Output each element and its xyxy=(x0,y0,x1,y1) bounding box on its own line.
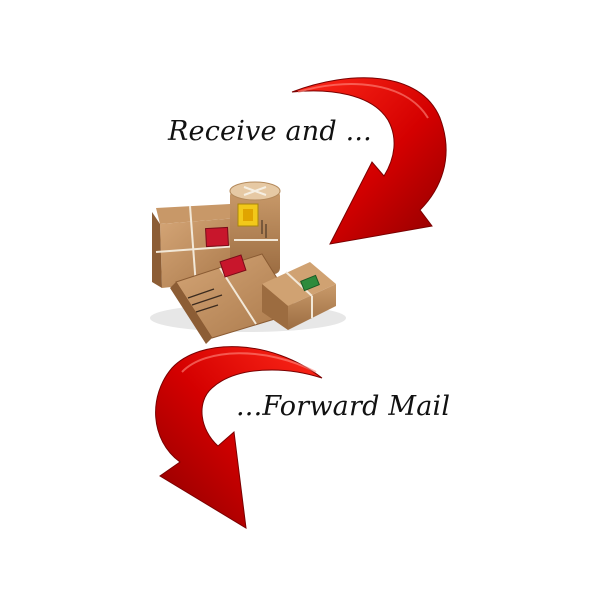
curved-arrow-down-right-icon xyxy=(155,346,323,529)
forward-mail-caption: ...Forward Mail xyxy=(236,391,451,422)
receive-caption: Receive and ... xyxy=(168,116,372,147)
mail-packages-illustration xyxy=(150,181,346,344)
parcel-envelope-front xyxy=(170,253,299,344)
parcel-tube xyxy=(229,181,281,274)
parcel-box-right xyxy=(262,262,336,330)
curved-arrow-down-left-icon xyxy=(291,77,447,245)
